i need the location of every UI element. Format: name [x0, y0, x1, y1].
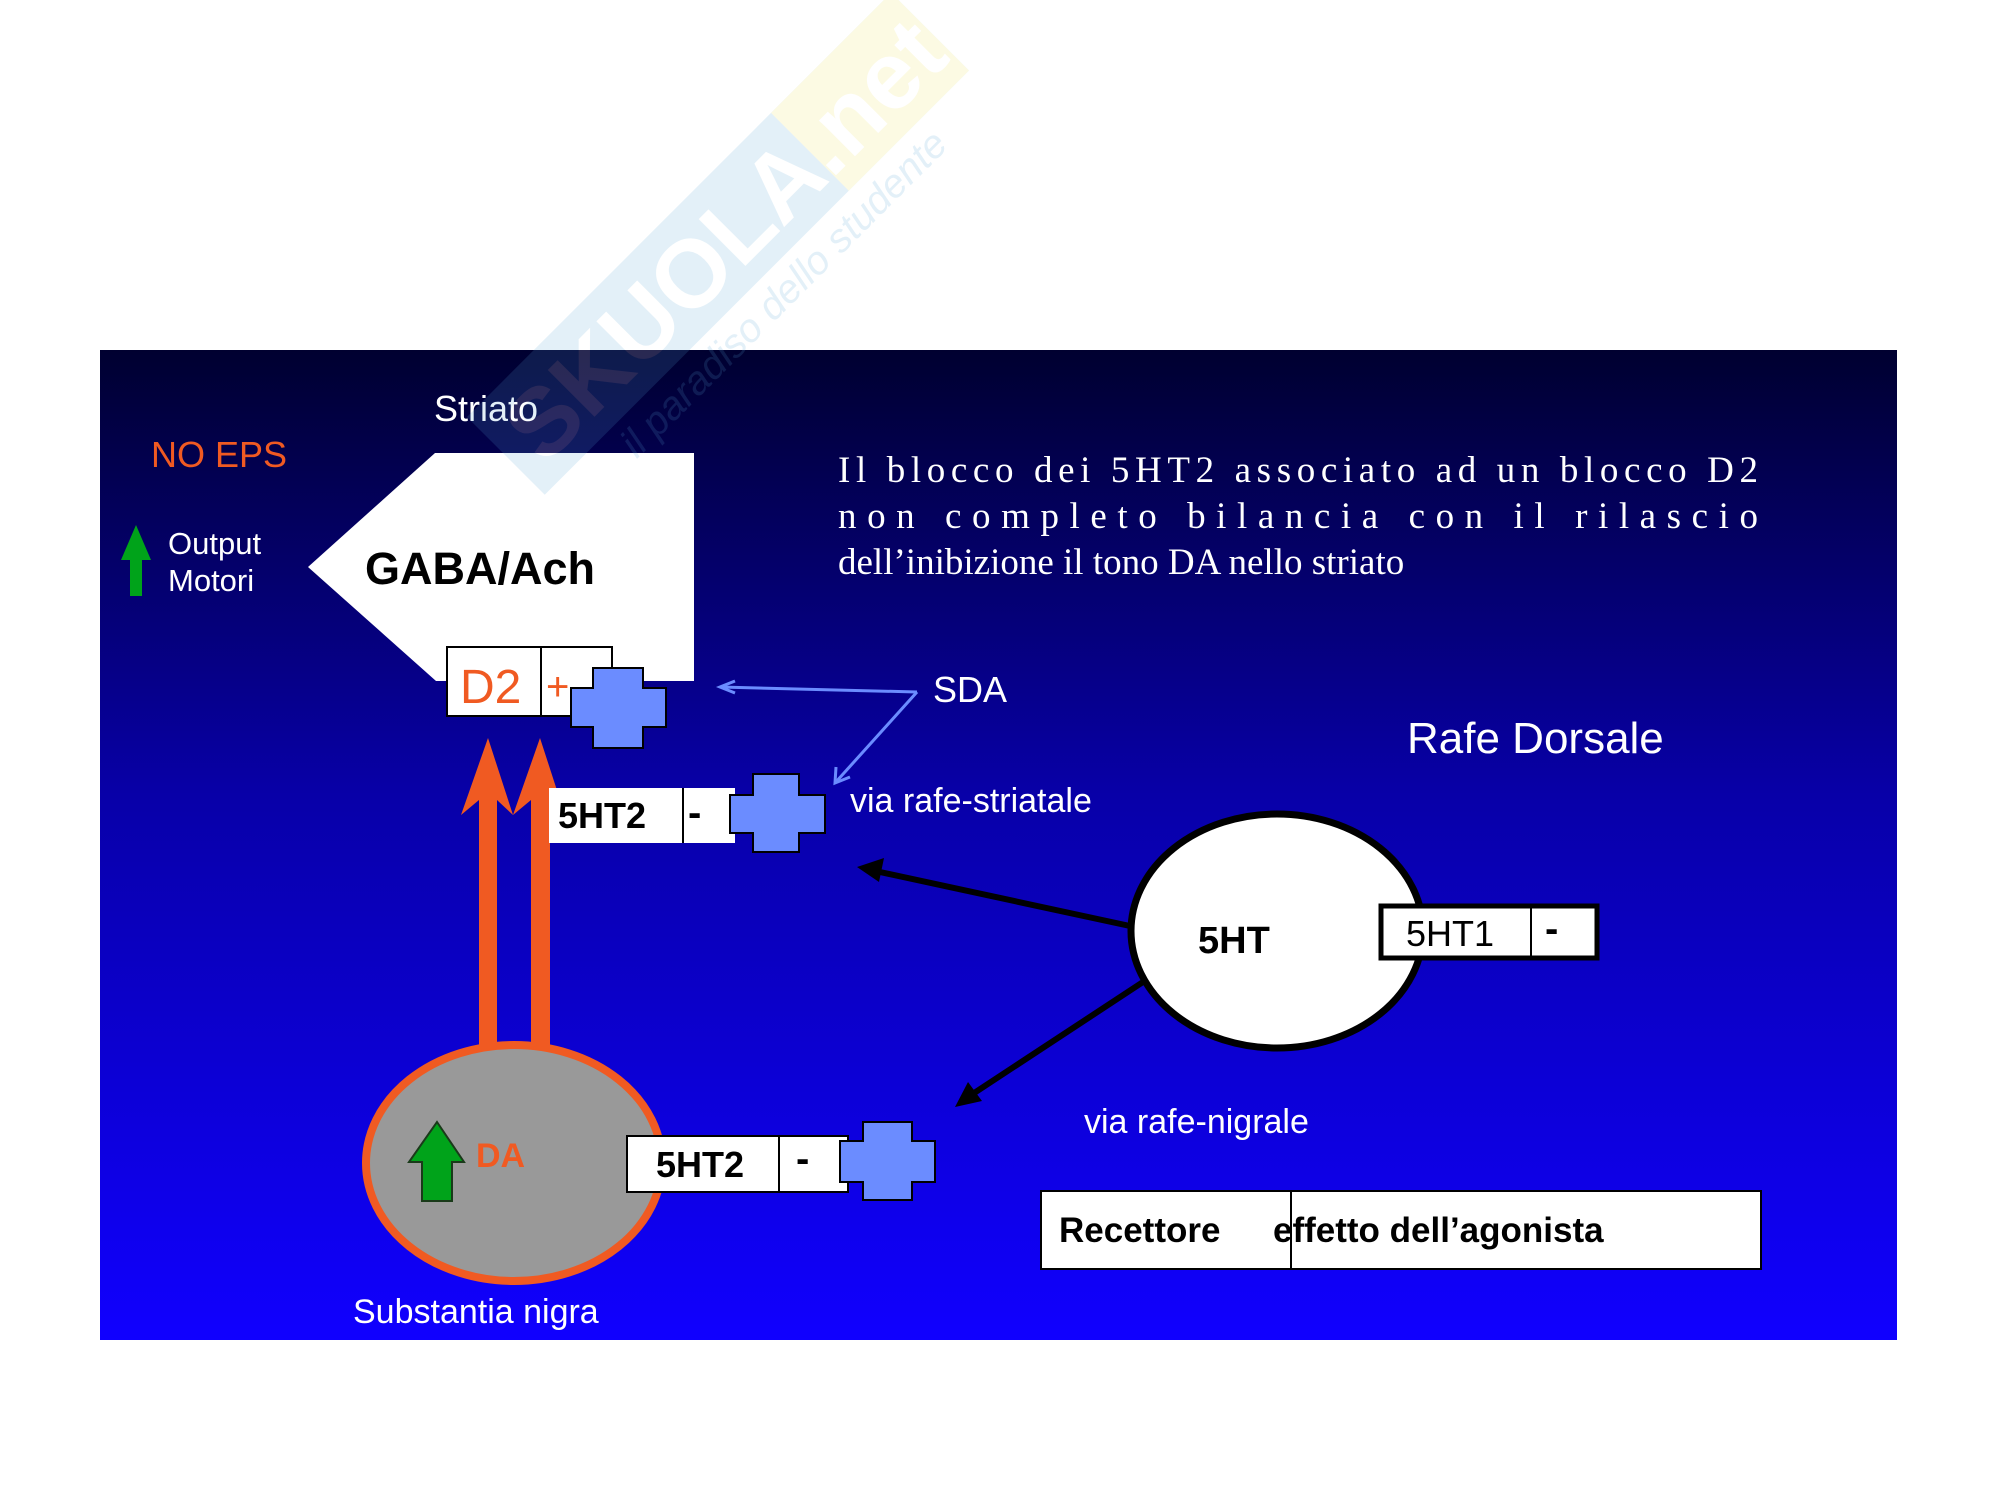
5ht1-effect: -	[1545, 907, 1558, 951]
arrow-to-striatum	[864, 865, 1131, 929]
no-eps-label: NO EPS	[151, 434, 287, 475]
gaba-ach-label: GABA/Ach	[365, 543, 595, 594]
raphe-nucleus-label: 5HT	[1198, 920, 1270, 962]
description-line-2: non completo bilancia con il rilascio	[838, 496, 1758, 537]
striatum-shape	[308, 453, 694, 681]
5ht2-nigral-receptor: 5HT2 -	[626, 1135, 849, 1193]
5ht2-nigral-name: 5HT2	[656, 1144, 744, 1185]
substantia-nigra-label: Substantia nigra	[353, 1293, 599, 1331]
arrow-to-nigra	[960, 979, 1145, 1104]
dopamine-label: DA	[476, 1137, 525, 1175]
sda-arrows	[715, 679, 919, 786]
watermark-net-band	[771, 0, 970, 191]
dopamine-projection-arrows	[461, 738, 565, 1048]
dopamine-increase-icon	[407, 1120, 466, 1202]
sda-label: SDA	[933, 669, 1007, 710]
5ht2-striatal-effect: -	[688, 791, 701, 835]
via-rafe-nigrale-label: via rafe-nigrale	[1084, 1103, 1309, 1141]
arrowhead-icon	[955, 1082, 982, 1107]
5ht1-receptor: 5HT1 -	[1378, 903, 1600, 961]
output-label-line1: Output	[168, 526, 261, 561]
description-line-3: dell’inibizione il tono DA nello striato	[838, 542, 1404, 583]
orange-up-arrow-icon	[513, 738, 565, 1048]
up-arrow-icon	[121, 525, 151, 596]
watermark-band	[466, 0, 970, 495]
output-label-line2: Motori	[168, 563, 254, 598]
5ht2-striatal-name: 5HT2	[558, 795, 646, 836]
legend-col-receptor: Recettore	[1059, 1211, 1220, 1250]
sda-arrowhead-icon	[715, 679, 736, 695]
cross-agonist-icon	[839, 1121, 936, 1201]
arrowhead-icon	[857, 858, 884, 882]
legend-col-effect: effetto dell’agonista	[1273, 1211, 1604, 1250]
5ht1-name: 5HT1	[1406, 913, 1494, 954]
legend-table: Recettore effetto dell’agonista	[1040, 1190, 1762, 1270]
sda-arrow-to-5ht2	[833, 690, 919, 785]
d2-receptor-name: D2	[460, 661, 521, 714]
arrowheads	[857, 858, 982, 1107]
rafe-dorsale-label: Rafe Dorsale	[1407, 714, 1664, 763]
striato-label: Striato	[434, 388, 538, 429]
cross-agonist-icon	[729, 773, 826, 853]
d2-receptor-effect: +	[546, 665, 569, 709]
cross-agonist-icon	[570, 667, 667, 749]
sda-arrow-to-d2	[719, 685, 918, 694]
orange-up-arrow-icon	[461, 738, 513, 1048]
5ht2-striatal-receptor: 5HT2 -	[549, 788, 735, 843]
sda-arrowhead-icon	[833, 766, 851, 786]
5ht2-nigral-effect: -	[796, 1137, 809, 1181]
via-rafe-striatale-label: via rafe-striatale	[850, 782, 1092, 820]
serotonin-projections	[864, 865, 1145, 1104]
